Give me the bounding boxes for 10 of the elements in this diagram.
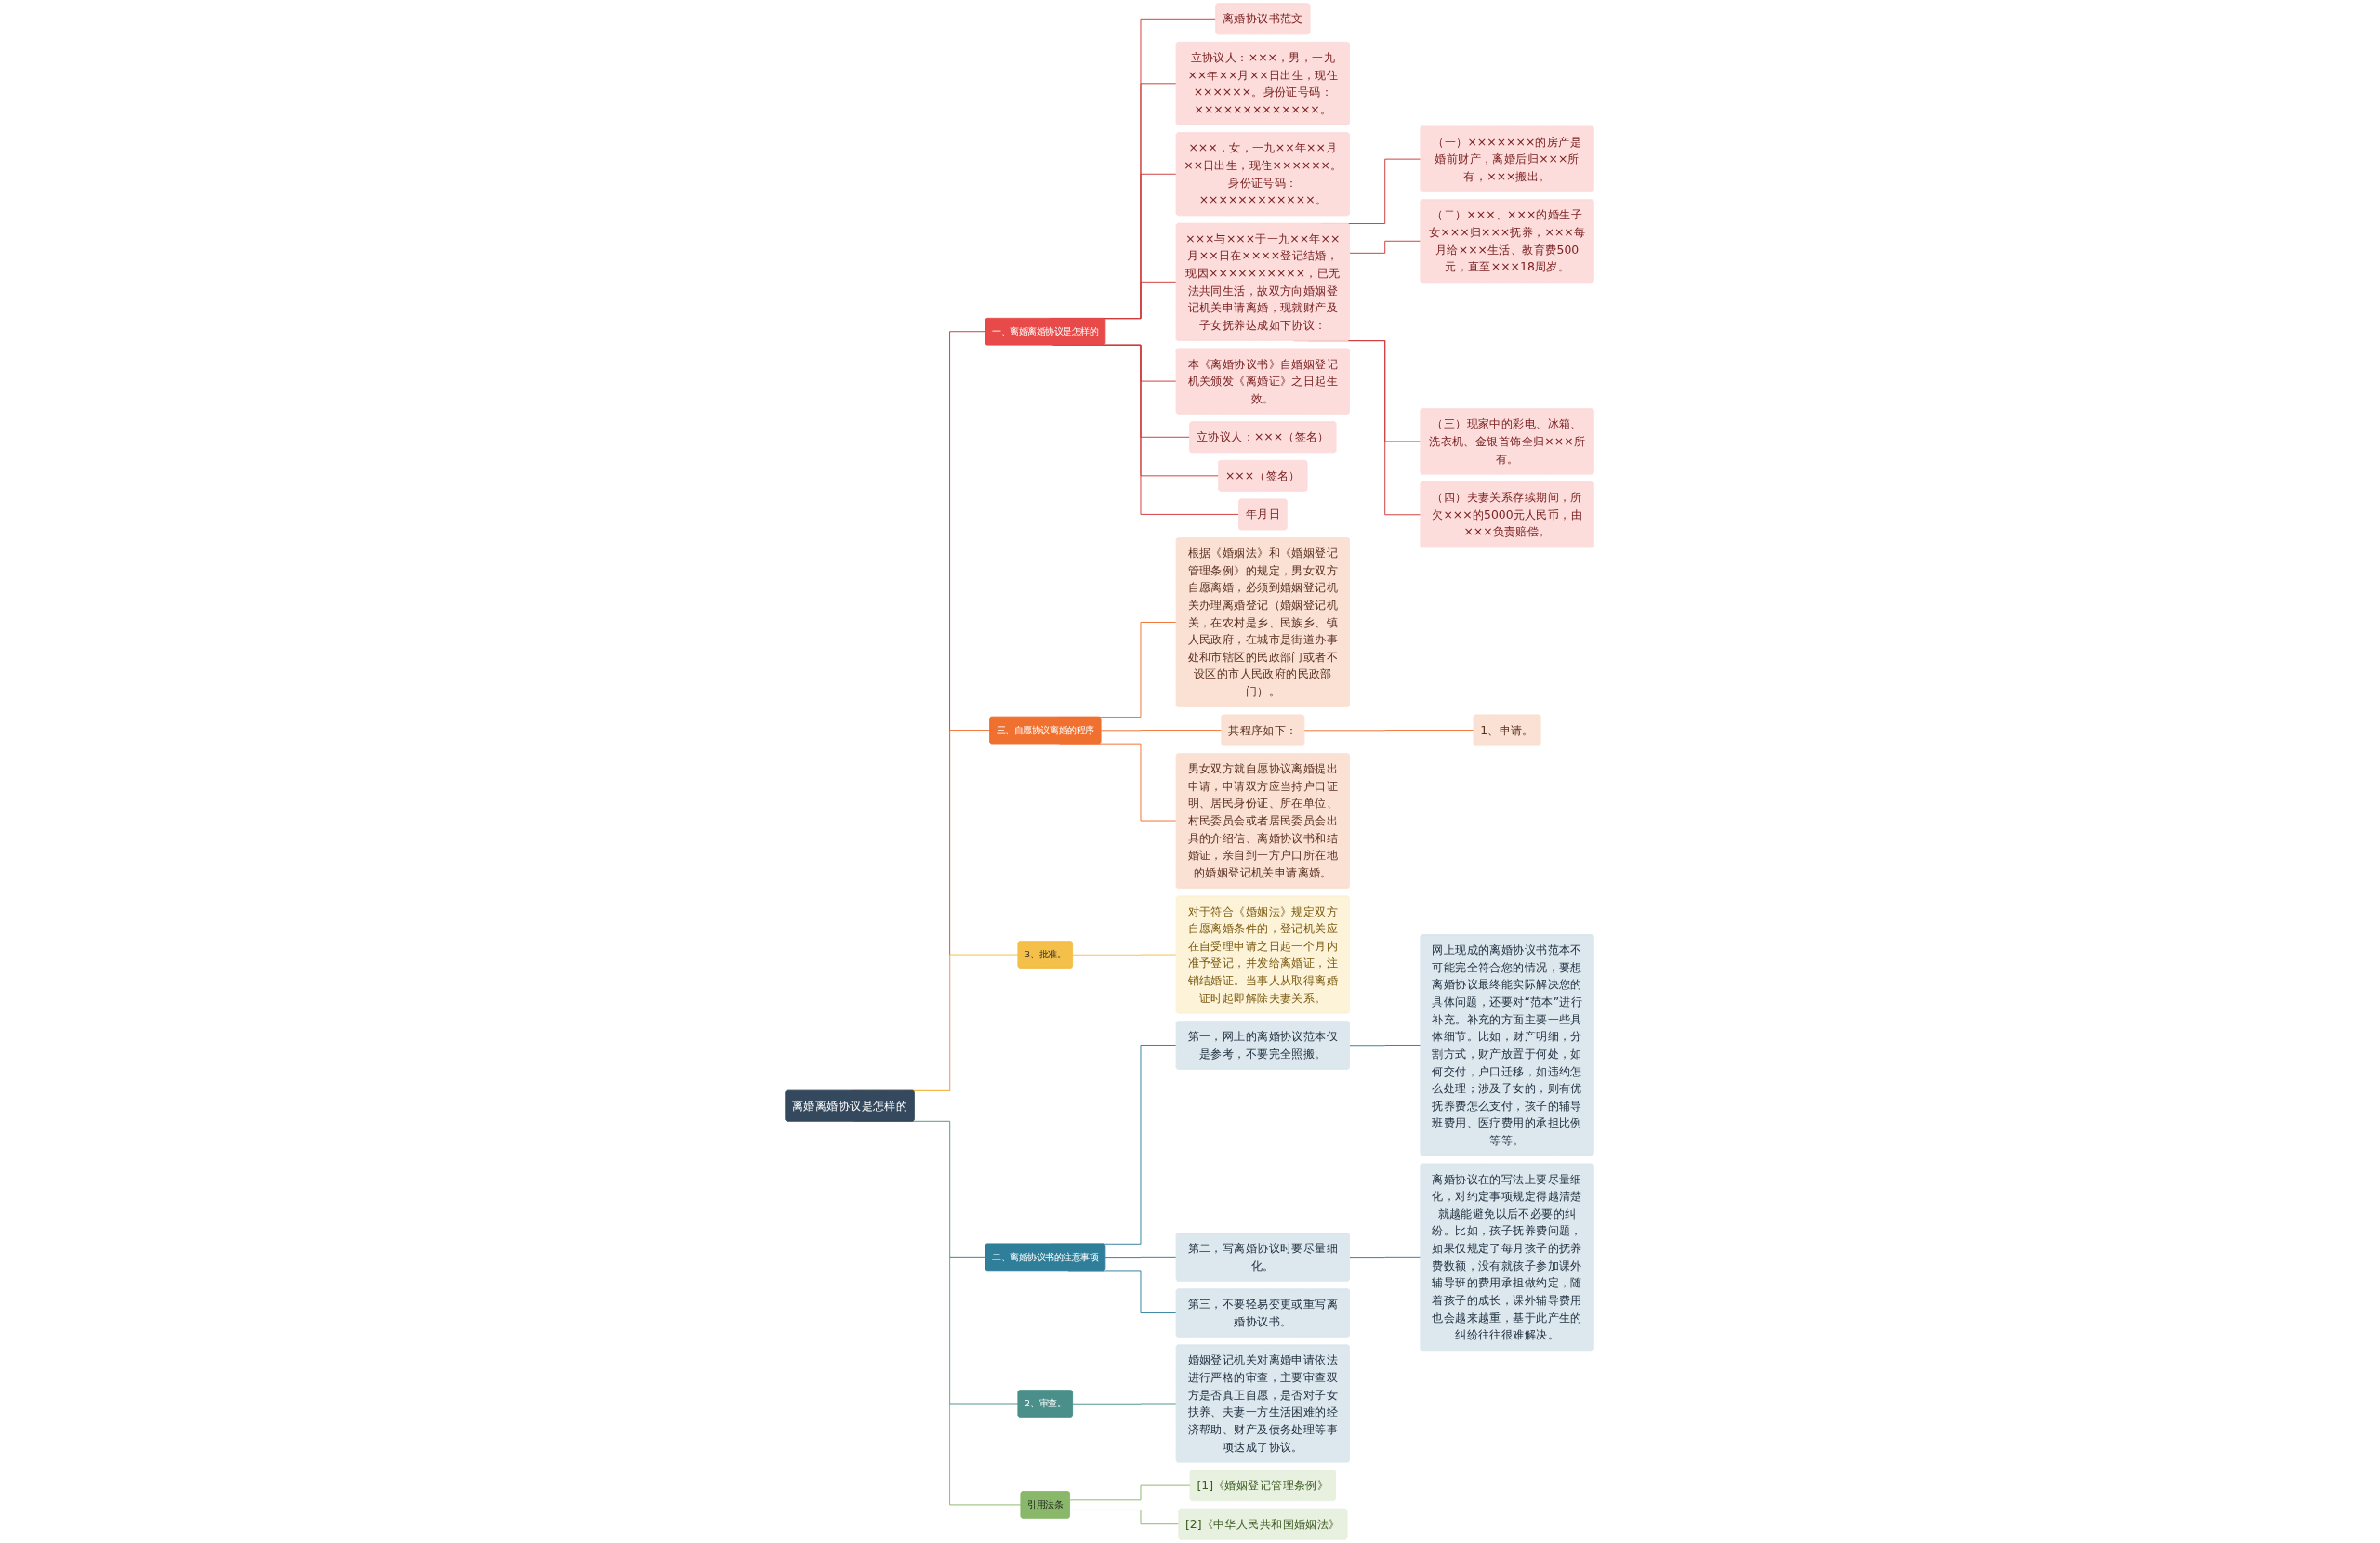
connector — [1349, 1256, 1422, 1259]
connector — [1101, 730, 1223, 732]
connector — [1072, 954, 1178, 956]
connector — [1072, 1403, 1178, 1405]
connector — [1069, 1484, 1192, 1501]
connector — [1069, 1510, 1181, 1525]
connector — [1105, 1256, 1178, 1259]
connector — [1304, 730, 1475, 732]
connector — [1349, 1045, 1422, 1047]
connector — [1349, 240, 1422, 254]
